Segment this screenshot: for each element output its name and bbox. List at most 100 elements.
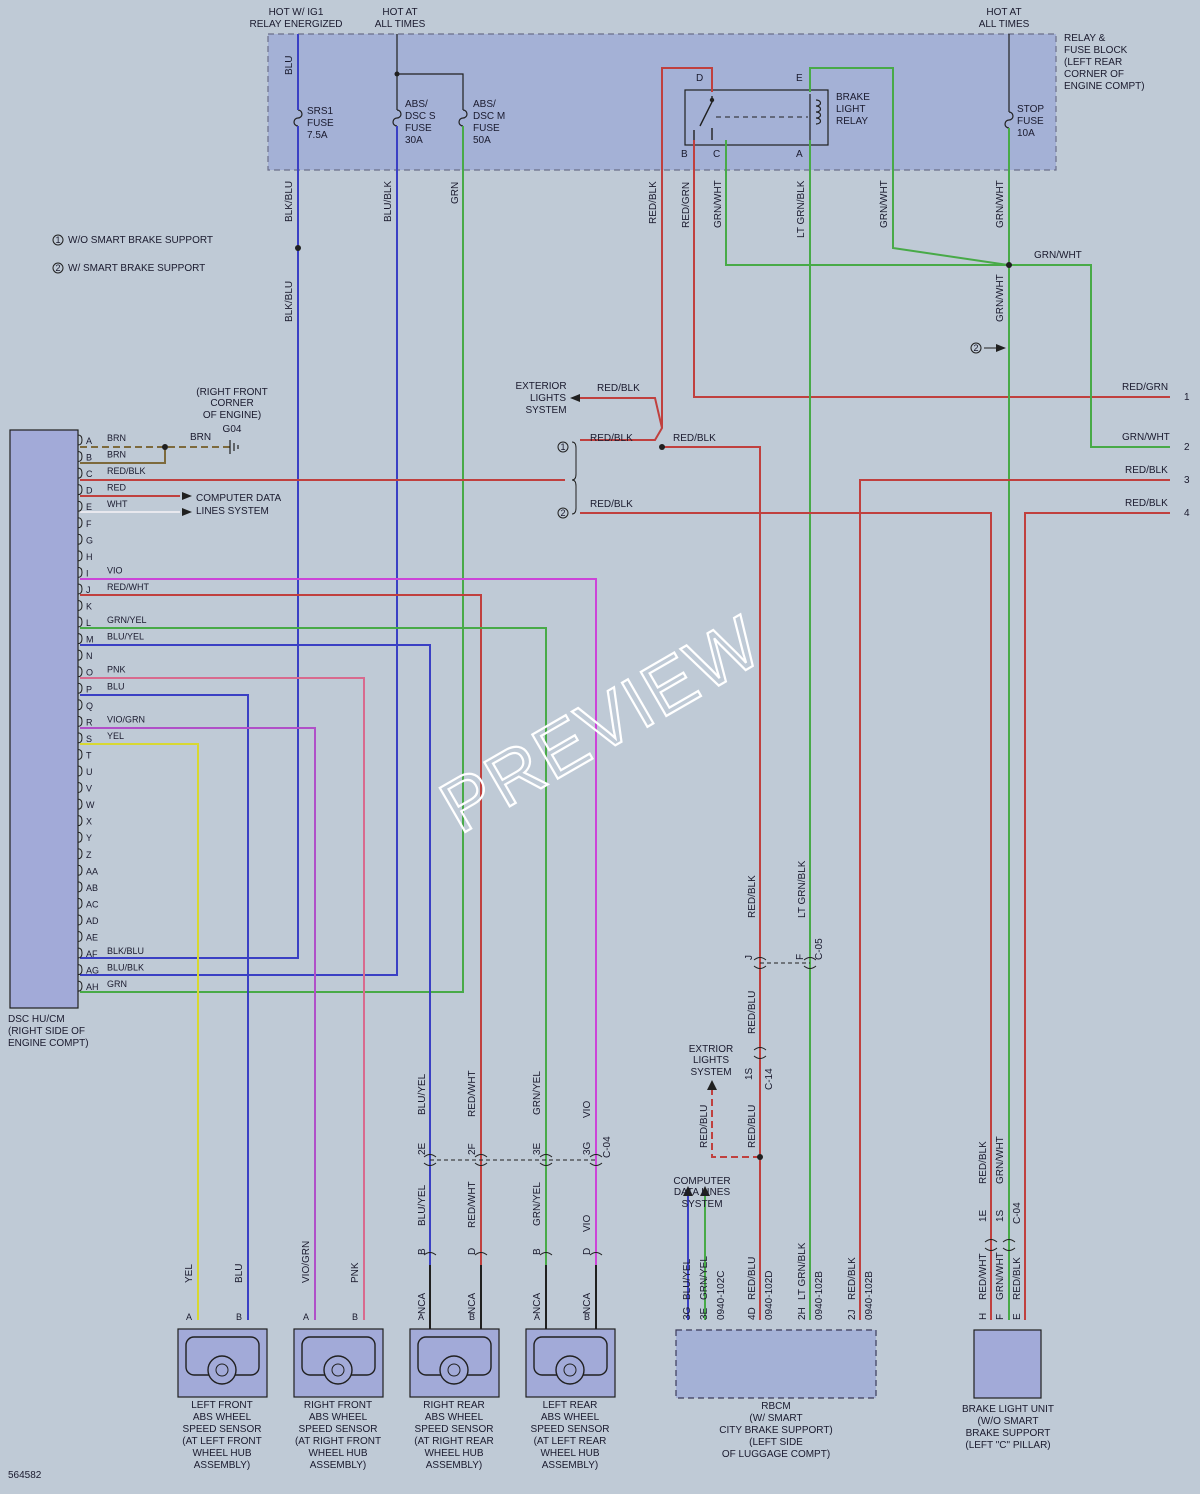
- conn-c14: C-14: [764, 1068, 775, 1090]
- vlabel-vio-2: VIO: [582, 1215, 593, 1232]
- fuse-srs1-icon: [293, 109, 303, 127]
- dsc-pin-id: T: [86, 750, 92, 760]
- conn-2e: 2E: [417, 1142, 428, 1155]
- dsc-pin-mark: [77, 815, 83, 827]
- sensor-caption: LEFT REAR: [543, 1400, 598, 1411]
- dsc-pin-wire: BLK/BLU: [107, 946, 144, 956]
- junction-dot: [659, 444, 665, 450]
- vlabel-red-wht-1: RED/WHT: [467, 1070, 478, 1117]
- vlabel-blu-yel-rbcm: BLU/YEL: [682, 1258, 693, 1300]
- sensor-caption: (AT LEFT FRONT: [182, 1436, 261, 1447]
- dsc-pin-id: B: [86, 453, 92, 463]
- dsc-pin-mark: [77, 831, 83, 843]
- dsc-pin-id: K: [86, 602, 92, 612]
- vlabel-red-blk-mid: RED/BLK: [747, 875, 758, 918]
- dsc-pin-mark: [77, 649, 83, 661]
- sensor-caption: (AT LEFT REAR: [534, 1436, 607, 1447]
- dsc-pin-wire: RED/BLK: [107, 466, 146, 476]
- dsc-pin-id: Y: [86, 833, 92, 843]
- vlabel-blk-blu-1: BLK/BLU: [284, 181, 295, 222]
- vlabel-red-grn-top: RED/GRN: [681, 182, 692, 228]
- wire-pnk: [80, 677, 365, 1320]
- legend-text-2: W/ SMART BRAKE SUPPORT: [68, 263, 205, 274]
- conn-pd-1: D: [467, 1248, 478, 1255]
- blu-l2: (W/O SMART: [978, 1416, 1039, 1427]
- rbcm-l5: OF LUGGAGE COMPT): [722, 1449, 830, 1460]
- vlabel-grn-wht-mid: GRN/WHT: [995, 274, 1006, 322]
- vlabel-vio-grn: VIO/GRN: [301, 1241, 312, 1283]
- fuse-srs1-l3: 7.5A: [307, 130, 328, 141]
- label-red-blk-opt2: RED/BLK: [590, 499, 633, 510]
- dsc-pin-wire: BLU/YEL: [107, 632, 144, 642]
- fuse-stop-l1: STOP: [1017, 104, 1044, 115]
- supply-stop-hot: HOT AT: [986, 7, 1021, 18]
- rbcm-module: [675, 1329, 877, 1399]
- fuse-stop-icon: [1004, 111, 1014, 129]
- conn-pb-1: B: [417, 1248, 428, 1255]
- vlabel-red-blk-rbcm: RED/BLK: [847, 1257, 858, 1300]
- vlabel-red-blk-bl2: RED/BLK: [1012, 1257, 1023, 1300]
- exterior-lights-l3: SYSTEM: [525, 405, 566, 416]
- exterior-lights-2-l2: LIGHTS: [693, 1055, 729, 1066]
- sensor-caption: SPEED SENSOR: [299, 1424, 378, 1435]
- fuse-srs1-l1: SRS1: [307, 106, 334, 117]
- sensor-pin-a: A: [534, 1312, 540, 1322]
- sensor-caption: RIGHT FRONT: [304, 1400, 372, 1411]
- conn-bl-c04: C-04: [1012, 1202, 1023, 1224]
- sensor-gear-icon: [555, 1355, 585, 1385]
- sensor-caption: (AT RIGHT REAR: [414, 1436, 493, 1447]
- option-num-2: 2: [560, 508, 565, 518]
- dsc-pin-mark: [77, 550, 83, 562]
- conn-pd-2: D: [582, 1248, 593, 1255]
- wire-red-blk-junction: [662, 446, 761, 1320]
- wire-red-blk-2: [580, 512, 992, 1320]
- vlabel-nca-4: NCA: [582, 1293, 593, 1314]
- wire-blk-blu: [80, 126, 299, 959]
- exterior-lights-2-l1: EXTRIOR: [689, 1044, 733, 1055]
- dsc-pin-id: AH: [86, 982, 99, 992]
- sensor-caption: ASSEMBLY): [542, 1460, 599, 1471]
- fuse-abs-dsc-m-l3: FUSE: [473, 123, 500, 134]
- dsc-pin-mark: [77, 533, 83, 545]
- connector-mark: [423, 1252, 603, 1256]
- sensor-caption: ASSEMBLY): [426, 1460, 483, 1471]
- label-red-grn-out: RED/GRN: [1122, 382, 1168, 393]
- dsc-pin-mark: [77, 914, 83, 926]
- fuse-abs-dsc-s-l1: ABS/: [405, 99, 428, 110]
- vlabel-red-blu-3: RED/BLU: [699, 1105, 710, 1148]
- conn-rb-c1: 0940-102C: [716, 1271, 727, 1320]
- ground-l3: OF ENGINE): [203, 410, 261, 421]
- dsc-pin-wire: RED/WHT: [107, 582, 149, 592]
- wire-red-blk-relay: [580, 67, 713, 441]
- sensor-caption: RIGHT REAR: [423, 1400, 485, 1411]
- junction-dot: [295, 245, 301, 251]
- vlabel-red-wht-2: RED/WHT: [467, 1181, 478, 1228]
- dsc-pin-id: AG: [86, 966, 99, 976]
- sensor-caption: ABS WHEEL: [425, 1412, 484, 1423]
- vlabel-grn-wht-e: GRN/WHT: [879, 180, 890, 228]
- dsc-pin-mark: [77, 798, 83, 810]
- dsc-pin-mark: [77, 467, 83, 479]
- dsc-pin-id: P: [86, 684, 92, 694]
- legend-text-1: W/O SMART BRAKE SUPPORT: [68, 235, 213, 246]
- conn-pb-2: B: [532, 1248, 543, 1255]
- vlabel-red-blk-top: RED/BLK: [648, 181, 659, 224]
- sensor-hub-icon: [563, 1363, 577, 1377]
- offpage-2: 2: [1184, 442, 1190, 453]
- legend-badge-2: [52, 262, 64, 274]
- conn-bl-h: H: [978, 1313, 989, 1320]
- fuse-srs1-l2: FUSE: [307, 118, 334, 129]
- junction-dot: [1006, 262, 1012, 268]
- fuse-abs-dsc-m-l4: 50A: [473, 135, 491, 146]
- dsc-pin-id: Z: [86, 850, 92, 860]
- dsc-pin-id: AE: [86, 933, 98, 943]
- dsc-pin-mark: [77, 434, 83, 446]
- fuse-abs-dsc-s-l3: FUSE: [405, 123, 432, 134]
- conn-1s: 1S: [744, 1067, 755, 1080]
- dsc-pin-id: O: [86, 668, 93, 678]
- label-grn-wht-out: GRN/WHT: [1122, 432, 1170, 443]
- wire-grn: [80, 126, 464, 993]
